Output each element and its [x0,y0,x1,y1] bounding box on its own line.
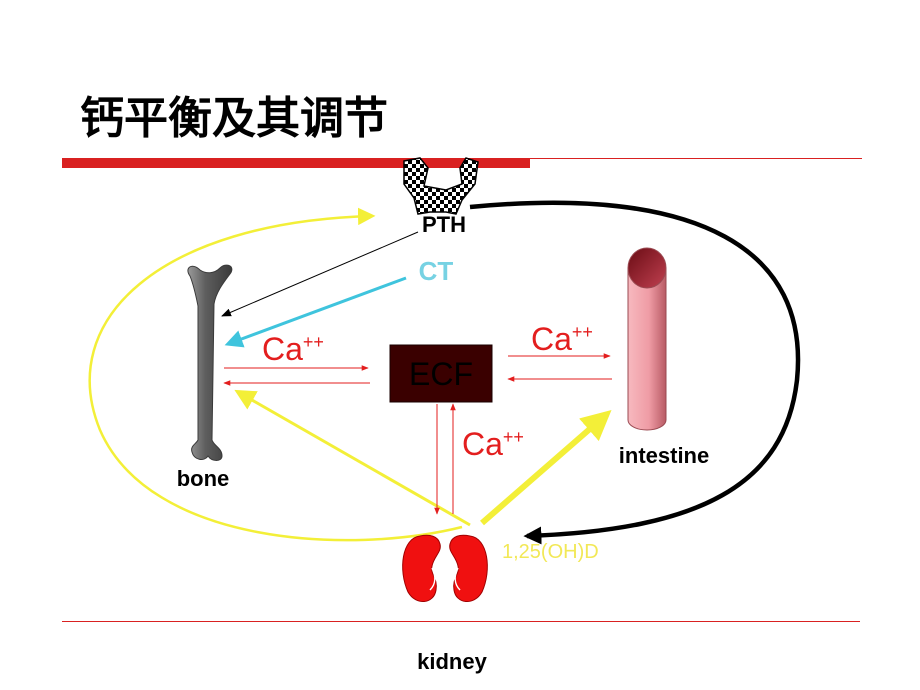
parathyroid-gland-icon [403,157,479,215]
bone-label: bone [177,466,230,491]
vitd-label: 1,25(OH)D [502,541,599,563]
ecf-label: ECF [409,356,473,392]
kidney-icon [402,534,488,602]
intestine-label: intestine [619,443,709,468]
vitd-to-intestine-arrow [480,410,612,526]
title-bar [62,158,530,168]
black-loop-arrow [469,200,801,545]
ca-label-bone: Ca++ [262,331,324,367]
ecf-box [389,344,493,403]
pth-to-bone-arrow [221,231,419,317]
ct-to-bone-arrow [224,276,407,348]
slide-title: 钙平衡及其调节 [80,94,388,143]
kidney-label: kidney [417,649,487,674]
yellow-loop-arrow [88,207,463,542]
pth-label: PTH [422,212,466,237]
ca-label-kidney: Ca++ [462,426,524,462]
bone-icon [187,264,233,461]
ct-label: CT [419,256,454,286]
intestine-icon [627,247,667,431]
ca-label-intestine: Ca++ [531,321,593,357]
vitd-to-bone-arrow [234,389,471,527]
